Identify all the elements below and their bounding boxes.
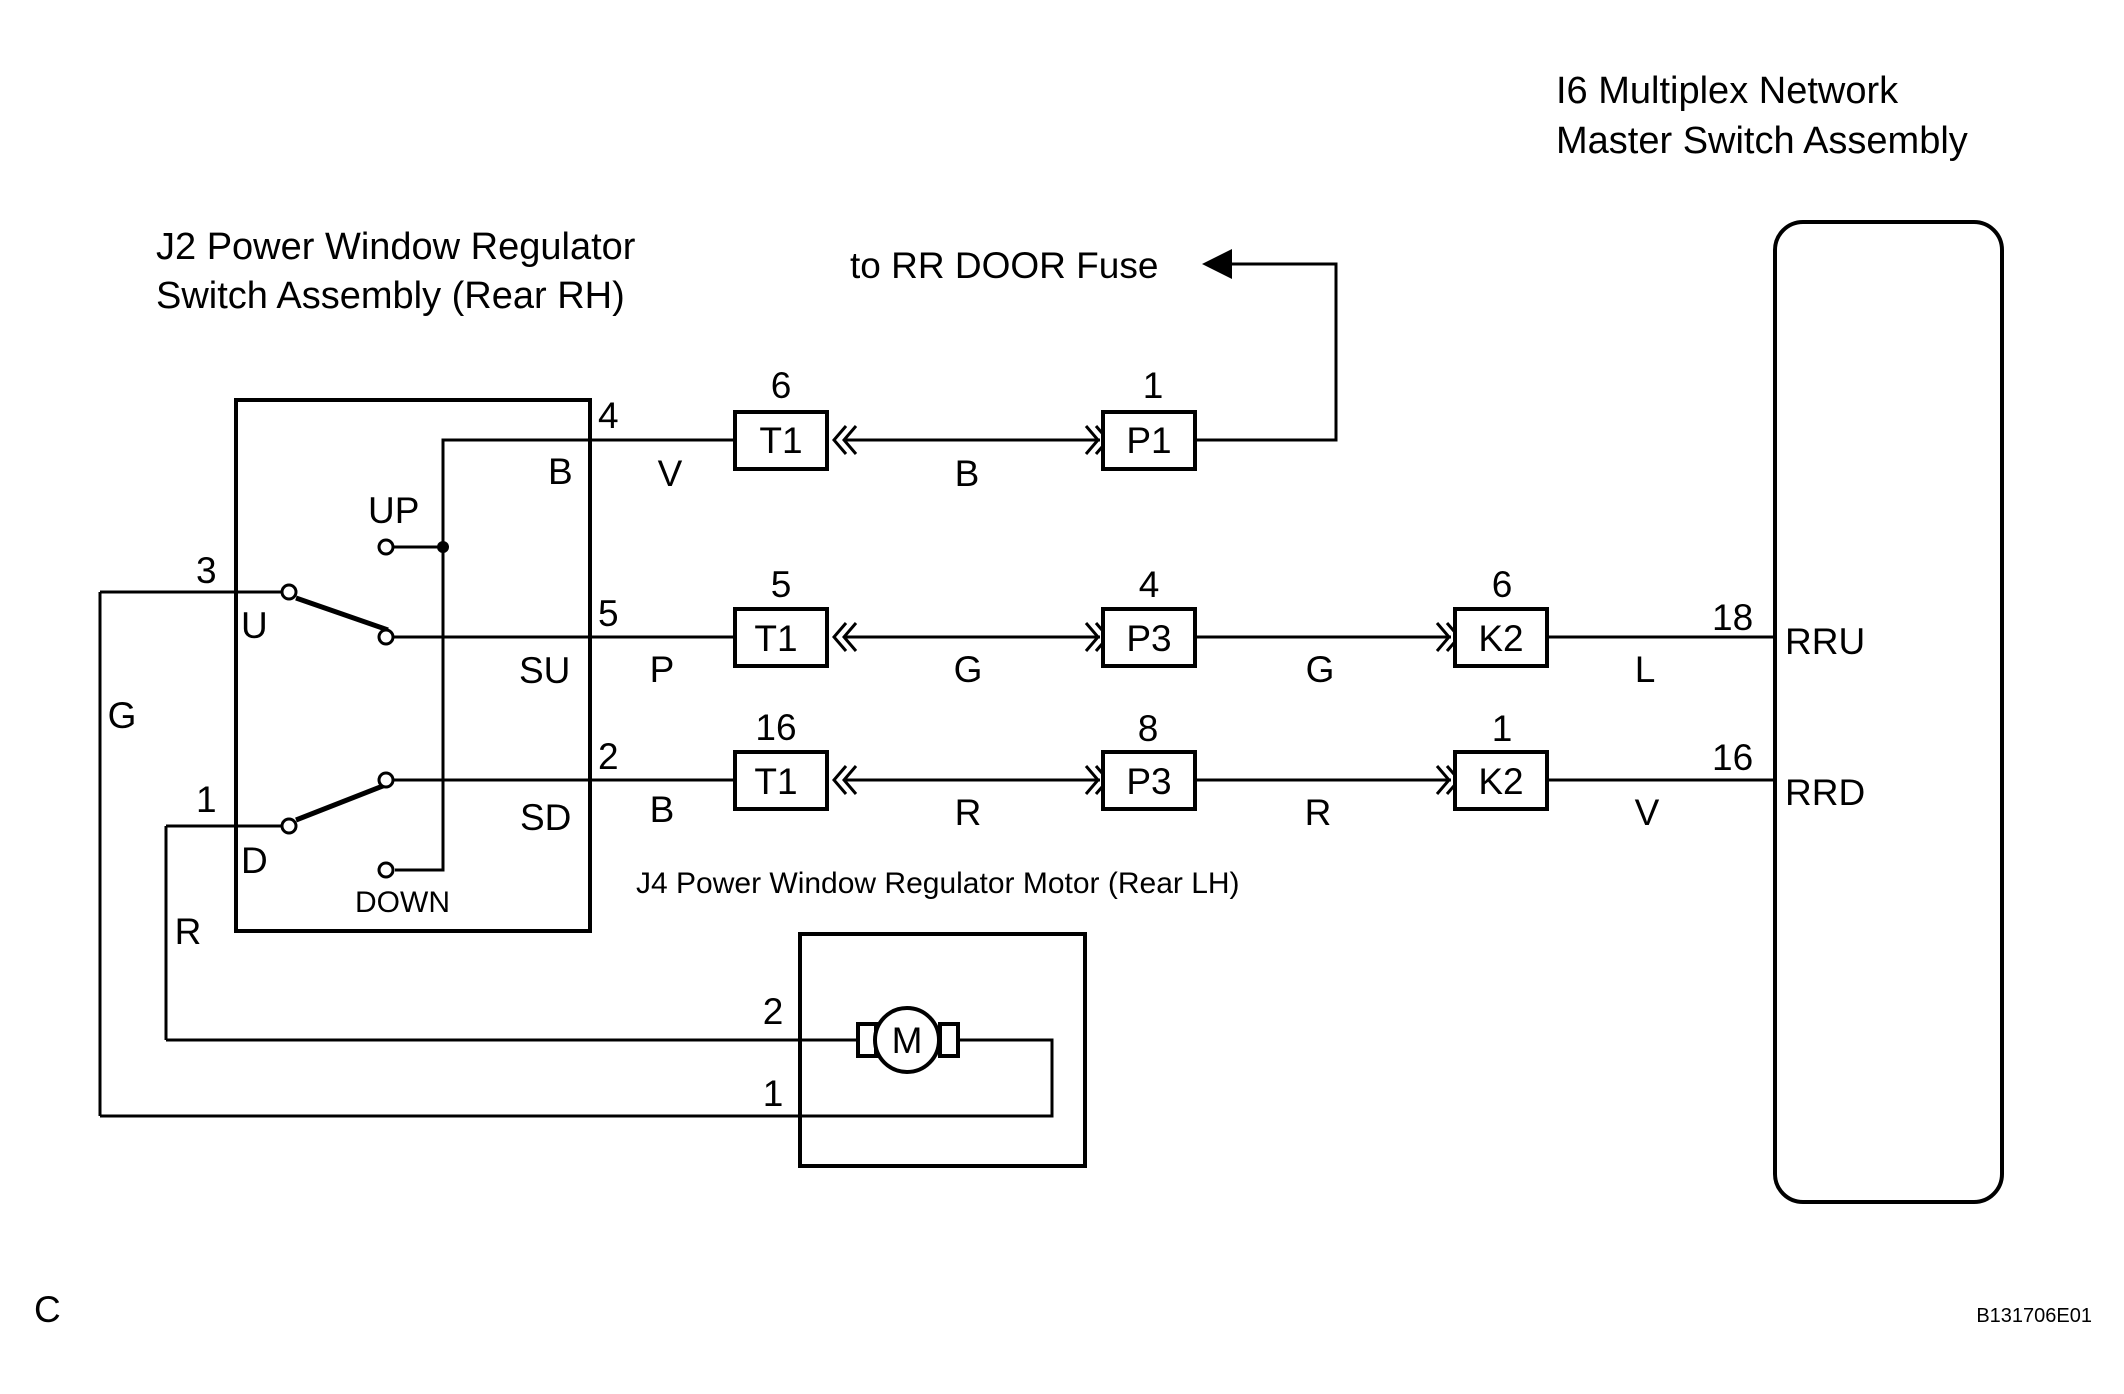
sd-contact: [377, 771, 395, 789]
motor-brush-right: [938, 1022, 960, 1058]
wire-color-u-loop: G: [108, 695, 137, 736]
connector-label: K2: [1478, 618, 1523, 659]
connector-plug: [1084, 425, 1100, 455]
terminal-u: U: [241, 605, 268, 646]
connector-jack: [832, 425, 848, 455]
connector-pin: 6: [771, 365, 792, 406]
switch-pin-5: 5: [598, 593, 619, 634]
regulator-switch-title-line2: Switch Assembly (Rear RH): [156, 275, 625, 317]
connector-t1-row2: [733, 607, 829, 668]
motor-icon: [873, 1006, 941, 1074]
position-label-up: UP: [368, 490, 419, 531]
connector-t1-row1: [733, 410, 829, 471]
wire-color: R: [955, 792, 982, 833]
regulator-switch-title-line1: J2 Power Window Regulator: [156, 226, 636, 268]
junction-dot: [437, 541, 449, 553]
terminal-d: D: [241, 840, 268, 881]
connector-plug: [1084, 765, 1100, 795]
connector-label: K2: [1478, 761, 1523, 802]
terminal-sd: SD: [520, 797, 571, 838]
connector-label: T1: [754, 761, 797, 802]
regulator-switch-box: [234, 398, 592, 933]
terminal-b: B: [548, 451, 573, 492]
wire-color: L: [1635, 649, 1656, 690]
wire-color: P: [650, 649, 675, 690]
wire-color: V: [1635, 792, 1660, 833]
connector-jack: [832, 622, 848, 652]
master-switch-title-line2: Master Switch Assembly: [1556, 120, 1968, 162]
fuse-arrow-icon: [1202, 249, 1232, 279]
connector-plug: [1435, 765, 1451, 795]
wire-color: B: [955, 453, 980, 494]
switch-pin-2: 2: [598, 736, 619, 777]
connector-label: P1: [1126, 420, 1171, 461]
connector-pin: 4: [1139, 564, 1160, 605]
switch-pin-3: 3: [196, 550, 217, 591]
fuse-reference: to RR DOOR Fuse: [850, 245, 1158, 286]
master-terminal-rrd: RRD: [1785, 772, 1865, 813]
terminal-su: SU: [519, 650, 570, 691]
up-contact: [377, 538, 395, 556]
su-contact: [377, 628, 395, 646]
connector-pin: 6: [1492, 564, 1513, 605]
connector-jack: [832, 765, 848, 795]
connector-plug: [1435, 622, 1451, 652]
master-pin-16: 16: [1712, 737, 1753, 778]
down-contact: [377, 861, 395, 879]
switch-pin-1: 1: [196, 779, 217, 820]
master-pin-18: 18: [1712, 597, 1753, 638]
corner-label: C: [34, 1289, 61, 1330]
figure-code: B131706E01: [1976, 1305, 2092, 1327]
connector-label: T1: [754, 618, 797, 659]
master-switch-title-line1: I6 Multiplex Network: [1556, 70, 1899, 112]
motor-wire-pin1: [100, 1038, 1054, 1118]
motor-symbol: M: [892, 1020, 923, 1061]
wire-color: R: [1305, 792, 1332, 833]
wire-color: B: [650, 789, 675, 830]
switch-internal-b-line: [395, 438, 590, 872]
connector-pin: 8: [1138, 708, 1159, 749]
connector-t1-row3: [733, 750, 829, 811]
u-switch-arm: [295, 595, 389, 633]
connector-label: P3: [1126, 618, 1171, 659]
motor-pin-2: 2: [763, 991, 784, 1032]
master-terminal-rru: RRU: [1785, 621, 1865, 662]
d-pivot: [280, 817, 298, 835]
connector-plug: [1084, 622, 1100, 652]
motor-pin-1: 1: [763, 1073, 784, 1114]
u-pivot: [280, 583, 298, 601]
wire-color: G: [954, 649, 983, 690]
connector-k2-row2: [1453, 607, 1549, 668]
connector-pin: 5: [771, 564, 792, 605]
motor-title: J4 Power Window Regulator Motor (Rear LH…: [636, 867, 1240, 900]
connector-label: T1: [759, 420, 802, 461]
connector-pin: 1: [1143, 365, 1164, 406]
d-switch-arm: [295, 781, 389, 823]
wire-color: G: [1306, 649, 1335, 690]
connector-label: P3: [1126, 761, 1171, 802]
position-label-down: DOWN: [355, 886, 450, 919]
switch-pin-4: 4: [598, 395, 619, 436]
connector-pin: 16: [755, 707, 796, 748]
master-switch-box: [1773, 220, 2004, 1204]
connector-pin: 1: [1492, 708, 1513, 749]
wire-to-fuse: [1195, 262, 1338, 442]
wire-color-d-loop: R: [175, 911, 202, 952]
wire-color: V: [658, 453, 683, 494]
